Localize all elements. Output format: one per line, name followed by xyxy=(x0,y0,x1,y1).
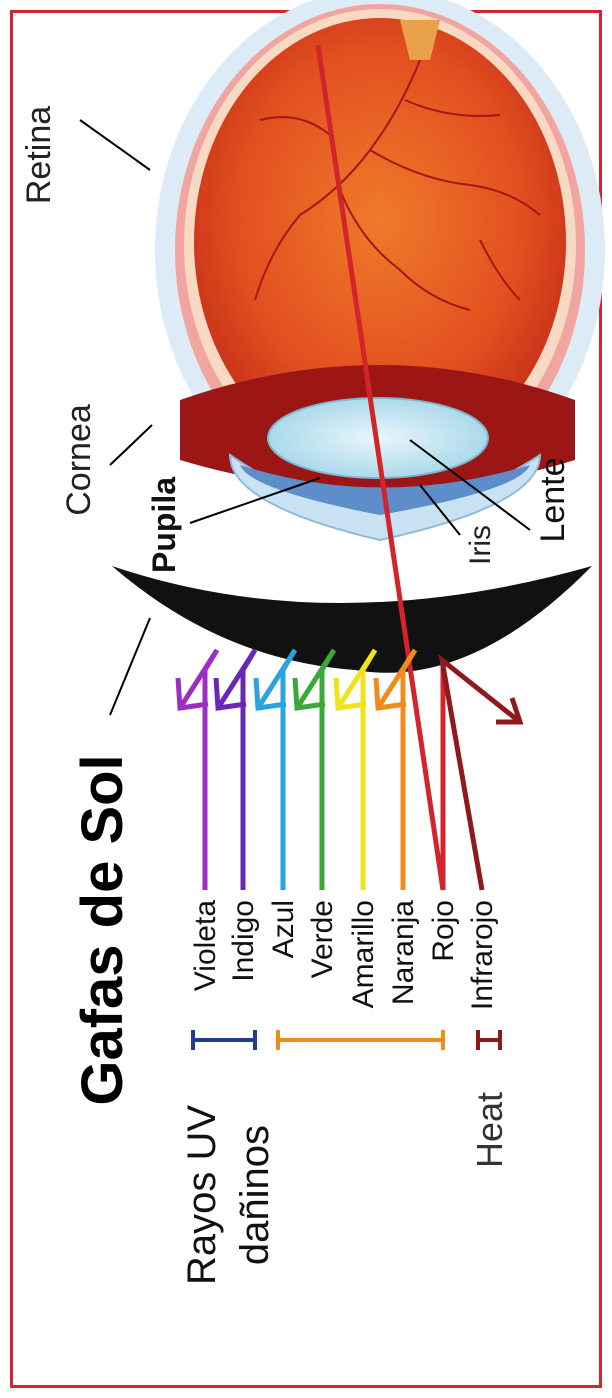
spectrum-rays xyxy=(178,650,520,890)
label-iris: Iris xyxy=(464,525,497,565)
label-amarillo: Amarillo xyxy=(347,900,380,1008)
label-violeta: Violeta xyxy=(189,900,222,992)
ray-amarillo xyxy=(338,650,375,890)
label-cornea: Cornea xyxy=(60,404,98,516)
label-pupila: Pupila xyxy=(146,477,182,573)
leader-retina xyxy=(80,120,150,170)
label-lente: Lente xyxy=(534,457,572,542)
ray-naranja xyxy=(378,650,415,890)
ray-indigo xyxy=(218,650,255,890)
ray-azul xyxy=(258,650,295,890)
ray-verde xyxy=(297,650,334,890)
diagram-title: Gafas de Sol xyxy=(70,754,135,1105)
leader-cornea xyxy=(110,425,152,465)
label-rayos-uv: Rayos UV xyxy=(180,1105,224,1285)
uv-bracket xyxy=(193,1030,255,1050)
label-heat: Heat xyxy=(469,1092,510,1168)
label-azul: Azul xyxy=(267,900,300,958)
heat-bracket xyxy=(478,1030,500,1050)
label-naranja: Naranja xyxy=(387,900,420,1005)
ray-violeta xyxy=(180,650,217,890)
sunglasses-lens-body xyxy=(112,566,592,673)
label-retina: Retina xyxy=(20,106,58,204)
leader-gafas xyxy=(110,618,150,715)
spectrum-labels: VioletaIndigoAzulVerdeAmarilloNaranjaRoj… xyxy=(189,900,499,1010)
ray-infrarojo xyxy=(442,660,520,890)
visible-bracket xyxy=(278,1030,443,1050)
label-verde: Verde xyxy=(306,900,339,978)
label-infrarojo: Infrarojo xyxy=(466,900,499,1010)
label-indigo: Indigo xyxy=(227,900,260,982)
label-daninos: dañinos xyxy=(233,1125,277,1265)
label-rojo: Rojo xyxy=(427,900,460,962)
